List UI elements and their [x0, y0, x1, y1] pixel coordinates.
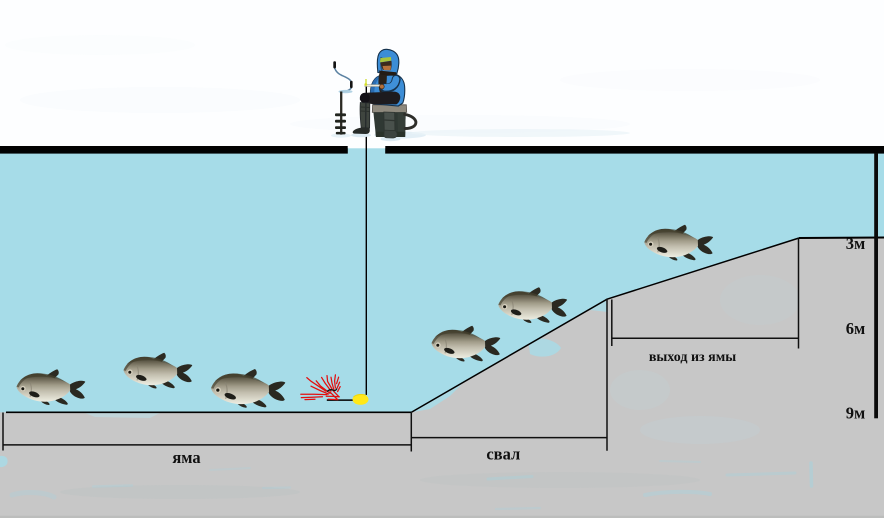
svg-text:выход из ямы: выход из ямы — [649, 350, 736, 365]
svg-text:9м: 9м — [846, 403, 866, 422]
svg-text:3м: 3м — [846, 234, 866, 253]
svg-text:свал: свал — [486, 445, 520, 464]
svg-text:6м: 6м — [846, 319, 866, 338]
svg-text:яма: яма — [172, 448, 200, 467]
